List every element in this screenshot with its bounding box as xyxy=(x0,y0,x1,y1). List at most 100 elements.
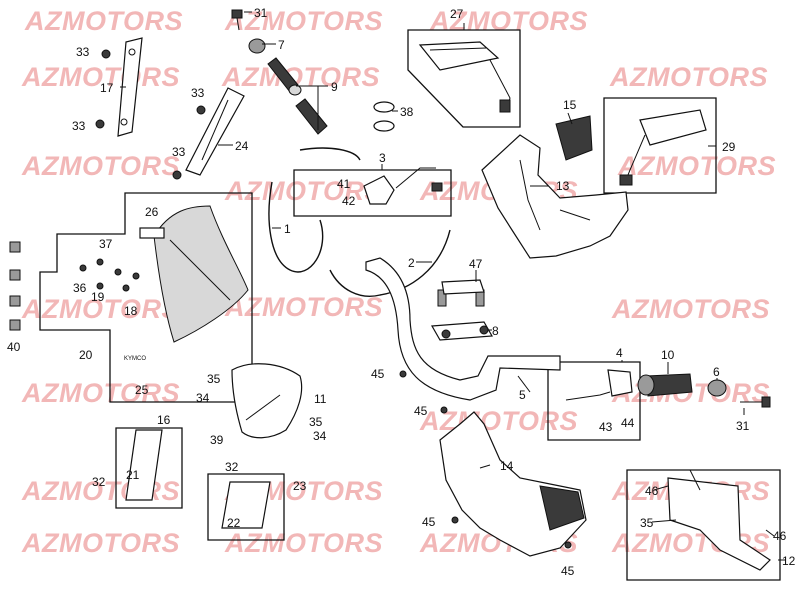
garnish-23-box xyxy=(207,473,285,541)
callout-13: 13 xyxy=(556,179,570,193)
callout-7: 7 xyxy=(278,38,285,52)
garnish-23 xyxy=(221,481,271,529)
mirror-29 xyxy=(619,109,707,186)
kymco-emblem-25: KYMCO xyxy=(124,356,146,362)
switch-4 xyxy=(565,369,633,401)
callout-6: 6 xyxy=(713,365,720,379)
callout-5: 5 xyxy=(519,388,526,402)
callout-22: 22 xyxy=(227,516,241,530)
callout-8: 8 xyxy=(492,324,499,338)
callout-21: 21 xyxy=(126,468,140,482)
callout-29: 29 xyxy=(722,140,736,154)
callout-43: 43 xyxy=(599,420,613,434)
callout-numbers: 31 7 9 33 17 33 33 24 33 38 27 15 13 29 … xyxy=(7,6,796,578)
cable-1 xyxy=(268,147,361,273)
bracket-17 xyxy=(117,37,143,137)
watermark: AZMOTORS xyxy=(429,6,588,36)
callout-38: 38 xyxy=(400,105,414,119)
callout-25: 25 xyxy=(135,383,149,397)
callout-32: 32 xyxy=(92,475,106,489)
grip-10 xyxy=(637,373,693,397)
callout-32: 32 xyxy=(225,460,239,474)
leader-lines xyxy=(120,11,786,561)
clamp-8 xyxy=(431,321,493,341)
callout-23: 23 xyxy=(293,479,307,493)
windscreen-group-box xyxy=(39,192,253,403)
callout-37: 37 xyxy=(99,237,113,251)
callout-26: 26 xyxy=(145,205,159,219)
callout-33: 33 xyxy=(76,45,90,59)
callout-24: 24 xyxy=(235,139,249,153)
frame-12 xyxy=(667,469,771,571)
callout-45: 45 xyxy=(371,367,385,381)
switch-3 xyxy=(363,167,443,205)
bar-end-weight-7 xyxy=(248,38,266,54)
callout-36: 36 xyxy=(73,281,87,295)
watermark: AZMOTORS xyxy=(609,62,768,92)
callout-34: 34 xyxy=(313,429,327,443)
callout-4: 4 xyxy=(616,346,623,360)
watermark: AZMOTORS xyxy=(21,378,180,408)
callout-33: 33 xyxy=(172,145,186,159)
callout-45: 45 xyxy=(422,515,436,529)
grip-9 xyxy=(267,57,328,135)
bolt-31-right xyxy=(740,396,771,408)
callout-31: 31 xyxy=(736,419,750,433)
watermark: AZMOTORS xyxy=(21,528,180,558)
windscreen-screws xyxy=(79,258,140,292)
callout-31: 31 xyxy=(254,6,268,20)
group-outlines xyxy=(39,29,781,581)
switch-group-box xyxy=(293,169,452,217)
bolts-40 xyxy=(9,241,21,331)
callout-27: 27 xyxy=(450,7,464,21)
handlebar-5 xyxy=(365,257,561,401)
callout-12: 12 xyxy=(782,554,796,568)
watermark: AZMOTORS xyxy=(617,151,776,181)
kymco-emblem-text: KYMCO xyxy=(124,356,146,362)
callout-20: 20 xyxy=(79,348,93,362)
bracket-24 xyxy=(185,87,245,176)
garnish-16 xyxy=(125,429,163,501)
watermark: AZMOTORS xyxy=(224,176,383,206)
watermark: AZMOTORS xyxy=(21,294,180,324)
callout-11: 11 xyxy=(314,392,327,406)
screws-33 xyxy=(95,49,206,180)
callout-10: 10 xyxy=(661,348,675,362)
watermark: AZMOTORS xyxy=(611,294,770,324)
callout-2: 2 xyxy=(408,256,415,270)
bolt-31-top xyxy=(231,9,243,31)
cable-2 xyxy=(329,229,451,297)
bar-end-weight-6 xyxy=(707,379,727,397)
screws-45 xyxy=(399,370,572,549)
front-handle-cover-13 xyxy=(481,134,629,259)
callout-33: 33 xyxy=(72,119,86,133)
watermark: AZMOTORS xyxy=(224,292,383,322)
callout-35: 35 xyxy=(207,372,221,386)
cover-15 xyxy=(555,115,593,161)
callout-1: 1 xyxy=(284,222,291,236)
callout-35: 35 xyxy=(640,516,654,530)
garnish-16-box xyxy=(115,427,183,509)
clip-38 xyxy=(373,101,395,132)
callout-46: 46 xyxy=(645,484,659,498)
left-mirror-box xyxy=(407,29,521,128)
callout-45: 45 xyxy=(561,564,575,578)
callout-19: 19 xyxy=(91,290,105,304)
callout-18: 18 xyxy=(124,304,138,318)
frame-12-box xyxy=(626,469,781,581)
callout-9: 9 xyxy=(331,80,338,94)
rear-handle-cover-14 xyxy=(439,411,587,557)
callout-33: 33 xyxy=(191,86,205,100)
callout-45: 45 xyxy=(414,404,428,418)
callout-34: 34 xyxy=(196,391,210,405)
callout-16: 16 xyxy=(157,413,171,427)
callout-41: 41 xyxy=(337,177,351,191)
watermark: AZMOTORS xyxy=(24,6,183,36)
watermark: AZMOTORS xyxy=(224,528,383,558)
callout-47: 47 xyxy=(469,257,483,271)
callout-17: 17 xyxy=(100,81,114,95)
callout-15: 15 xyxy=(563,98,577,112)
callout-39: 39 xyxy=(210,433,224,447)
windscreen-26 xyxy=(139,205,249,343)
